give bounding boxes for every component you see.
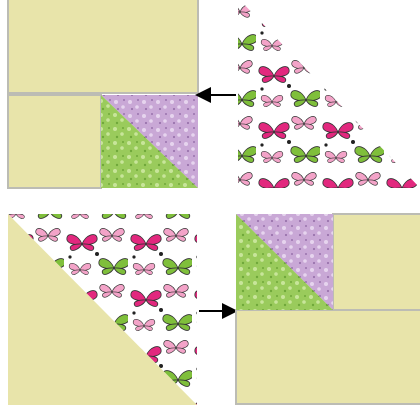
solid-rectangle-bottom xyxy=(236,310,420,404)
solid-rectangle-side xyxy=(8,95,101,188)
half-square-triangle-unit xyxy=(236,214,333,310)
bottom-right-block xyxy=(236,214,420,404)
solid-rectangle-top xyxy=(8,0,198,93)
bottom-left-block xyxy=(8,214,197,405)
solid-rectangle-side xyxy=(333,214,420,310)
top-left-block xyxy=(8,0,198,188)
half-square-triangle-unit xyxy=(101,95,198,188)
top-right-butterfly-triangle xyxy=(238,0,420,188)
